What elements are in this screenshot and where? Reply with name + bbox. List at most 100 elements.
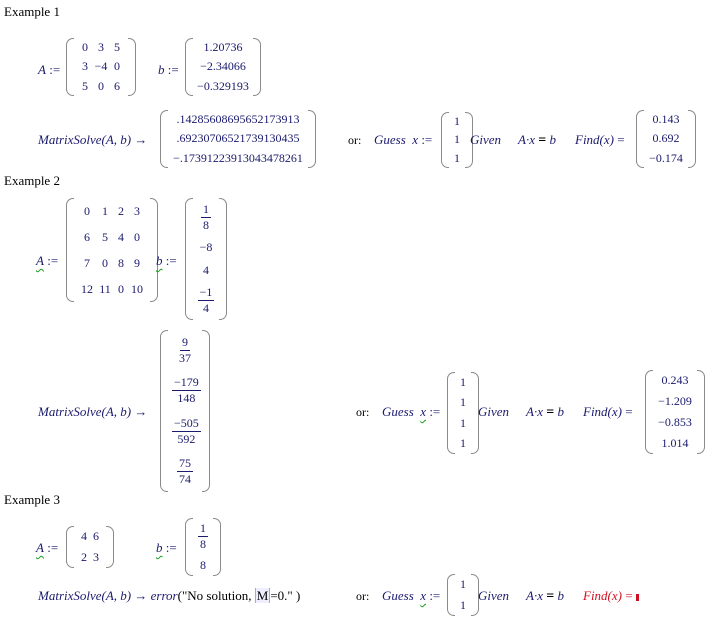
- numerator: 1: [198, 521, 208, 537]
- matrix-cell: −.17391223913043478261: [173, 150, 303, 165]
- left-paren: [441, 112, 449, 168]
- matrix-cell: 5: [102, 229, 108, 244]
- denominator: 592: [177, 431, 196, 446]
- right-paren: [106, 526, 114, 568]
- matrix-cell: 1: [454, 113, 460, 128]
- matrix-cell: 6: [93, 529, 99, 543]
- matrix-cell: 0.692: [652, 131, 680, 146]
- matrix-cell: 10: [131, 281, 143, 296]
- matrix-cell: 1: [460, 395, 466, 410]
- matrix-cell: −8: [199, 240, 213, 255]
- matrix-cell: 0: [114, 59, 120, 74]
- A-definition-2[interactable]: A :=: [36, 253, 59, 268]
- denominator: 4: [203, 301, 209, 316]
- matrix-cell: 9: [134, 255, 140, 270]
- numerator: −505: [172, 415, 201, 432]
- example-3-heading: Example 3: [4, 492, 60, 507]
- matrixsolve-expr-3[interactable]: MatrixSolve(A, b) → error("No solution, …: [38, 588, 301, 603]
- right-paren: [128, 38, 136, 96]
- b-definition-1[interactable]: b :=: [158, 62, 179, 77]
- matrix-cell: −0.853: [658, 415, 692, 429]
- matrix-cell: 0: [102, 255, 108, 270]
- denominator: 74: [179, 472, 191, 487]
- find-expr-3-error[interactable]: Find(x) =: [583, 588, 639, 604]
- error-placeholder-icon[interactable]: [635, 593, 639, 601]
- matrix-cell: 0: [98, 78, 104, 93]
- guess-expr-3[interactable]: Guess x :=: [382, 588, 441, 603]
- left-paren: [160, 330, 168, 492]
- matrix-cell: 5: [114, 40, 120, 55]
- guess-expr-2[interactable]: Guess x :=: [382, 404, 441, 419]
- matrix-cell: 6: [84, 229, 90, 244]
- matrix-cell: 8: [118, 255, 124, 270]
- b-definition-3[interactable]: b :=: [156, 540, 177, 555]
- constraint-1[interactable]: A·x = b: [518, 132, 556, 148]
- b-definition-2[interactable]: b :=: [156, 253, 177, 268]
- given-keyword-3[interactable]: Given: [478, 588, 510, 603]
- matrixsolve-expr-2[interactable]: MatrixSolve(A, b) →: [38, 404, 148, 419]
- A-label-warning: A: [36, 253, 44, 268]
- denominator: 148: [177, 391, 196, 406]
- matrix-cell: 3: [82, 59, 88, 74]
- numerator: −179: [172, 375, 201, 392]
- matrix-cell: 1: [454, 151, 460, 166]
- matrix-cell: −2.34066: [200, 59, 246, 74]
- matrix-cell: 1: [460, 598, 466, 612]
- left-paren: [66, 198, 74, 302]
- matrix-cell: −0.329193: [197, 78, 249, 93]
- A-definition-3[interactable]: A :=: [36, 540, 59, 555]
- find-expr-2[interactable]: Find(x) =: [583, 404, 633, 419]
- matrix-cell: 0: [82, 40, 88, 55]
- denominator: 37: [179, 350, 191, 365]
- matrixsolve-expr-1[interactable]: MatrixSolve(A, b) →: [38, 132, 148, 147]
- denominator: 8: [200, 537, 206, 551]
- constraint-3[interactable]: A·x = b: [526, 588, 564, 604]
- vector-b-1[interactable]: 1.20736 −2.34066 −0.329193: [185, 38, 261, 96]
- left-paren: [185, 518, 193, 576]
- numerator: 1: [201, 201, 211, 218]
- matrix-cell: 1.20736: [203, 40, 243, 55]
- matrix-cell: −1.209: [658, 394, 692, 408]
- denominator: 8: [203, 217, 209, 232]
- matrix-cell: 4: [203, 262, 209, 277]
- right-paren: [688, 110, 696, 168]
- matrix-cell: 3: [98, 40, 104, 55]
- A-definition-1[interactable]: A :=: [38, 62, 61, 77]
- left-paren: [185, 38, 193, 96]
- left-paren: [645, 370, 653, 454]
- matrix-cell: 6: [114, 78, 120, 93]
- right-paren: [253, 38, 261, 96]
- matrix-cell: 2: [118, 203, 124, 218]
- or-label-3: or:: [356, 589, 370, 603]
- matrix-cell: 0: [118, 281, 124, 296]
- matrix-cell: 0.143: [652, 112, 680, 127]
- left-paren: [160, 110, 168, 168]
- guess-expr-1[interactable]: Guess x :=: [374, 132, 433, 147]
- constraint-2[interactable]: A·x = b: [526, 404, 564, 420]
- matrix-cell: 1: [460, 374, 466, 389]
- right-paren: [213, 518, 221, 576]
- matrix-cell: 3: [134, 203, 140, 218]
- matrix-cell: 1: [460, 577, 466, 591]
- given-keyword-2[interactable]: Given: [478, 404, 510, 419]
- find-expr-1[interactable]: Find(x) =: [575, 132, 625, 147]
- left-paren: [447, 372, 455, 454]
- given-keyword-1[interactable]: Given: [470, 132, 502, 147]
